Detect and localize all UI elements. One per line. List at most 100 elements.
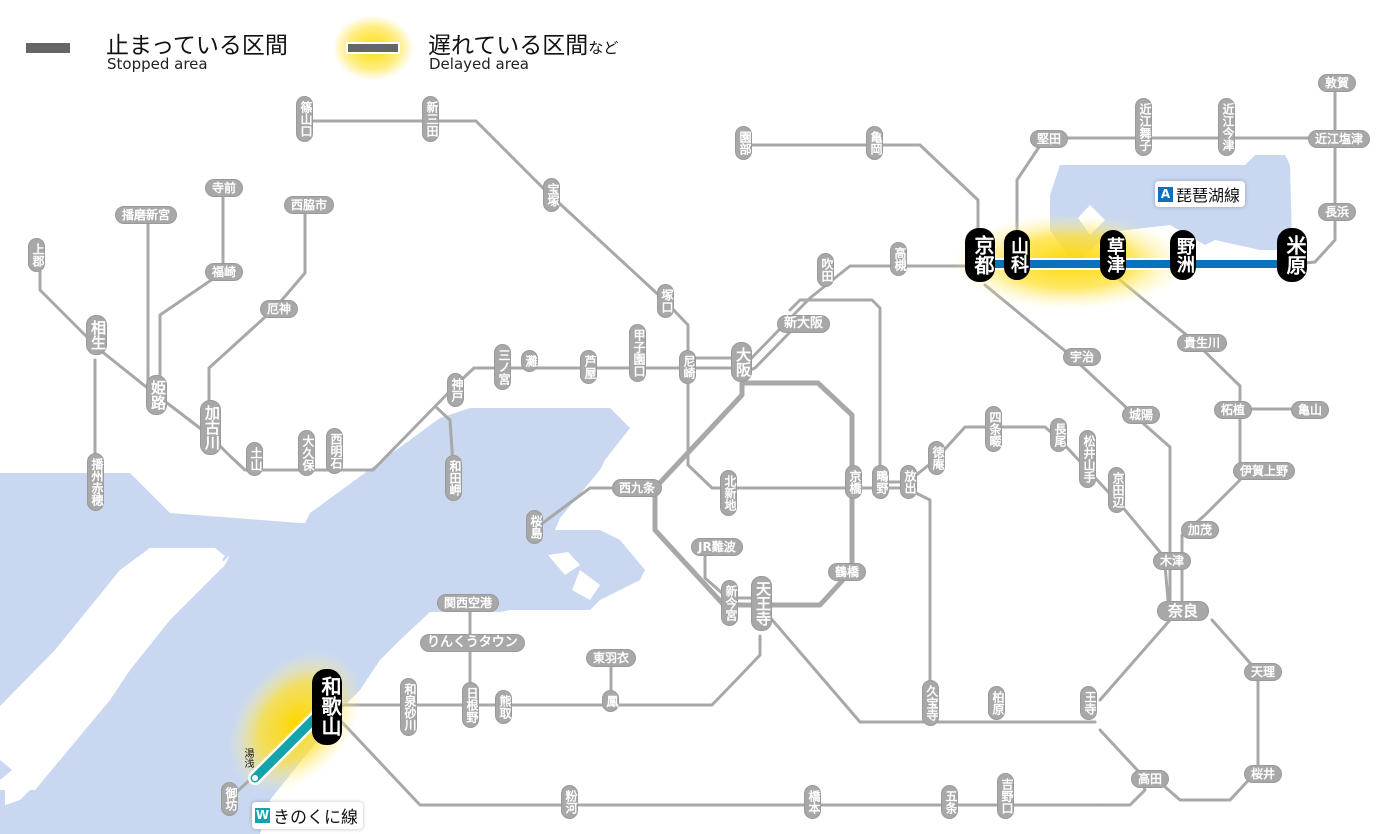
legend-stopped-label-jp: 止まっている区間: [106, 33, 288, 59]
station-kibukawa[interactable]: 貴生川: [1177, 334, 1228, 352]
station-sannomiya[interactable]: 三ノ宮: [494, 344, 511, 390]
station-otori[interactable]: 鳳: [602, 690, 619, 712]
biwako-line-name: 琵琶湖線: [1176, 186, 1241, 205]
station-tennoji[interactable]: 天王寺: [751, 576, 772, 631]
station-kizu[interactable]: 木津: [1153, 552, 1192, 570]
station-osaka[interactable]: 大阪: [731, 342, 752, 382]
station-suita[interactable]: 吹田: [817, 253, 834, 287]
station-joyo[interactable]: 城陽: [1122, 406, 1161, 424]
station-oji[interactable]: 王寺: [1080, 686, 1097, 720]
station-kyobashi[interactable]: 京橋: [845, 465, 862, 499]
station-nishiakashi[interactable]: 西明石: [326, 428, 343, 474]
station-kansai-airport[interactable]: 関西空港: [437, 594, 500, 612]
station-shinosaka[interactable]: 新大阪: [777, 315, 831, 333]
station-shinsanda[interactable]: 新三田: [422, 96, 439, 142]
station-okubo[interactable]: 大久保: [298, 430, 315, 476]
station-nara[interactable]: 奈良: [1157, 601, 1210, 621]
station-omiimazu[interactable]: 近江今津: [1218, 98, 1235, 156]
station-wakayama[interactable]: 和歌山: [312, 669, 342, 745]
osaka-loop-line: [652, 380, 855, 608]
station-wadamisaki[interactable]: 和田岬: [445, 455, 462, 501]
station-kumatori[interactable]: 熊取: [495, 690, 512, 724]
station-nada[interactable]: 灘: [521, 350, 538, 372]
station-higashihagoromo[interactable]: 東羽衣: [586, 649, 637, 667]
station-kameyama[interactable]: 亀山: [1291, 401, 1330, 419]
station-yuasa[interactable]: 湯浅: [242, 748, 253, 768]
station-hineno[interactable]: 日根野: [462, 682, 479, 728]
station-tokuan[interactable]: 徳庵: [928, 441, 945, 475]
station-aioi[interactable]: 相生: [86, 315, 107, 355]
station-yamashina[interactable]: 山科: [1004, 230, 1030, 280]
station-koshienguchi[interactable]: 甲子園口: [629, 324, 646, 382]
station-sakurai[interactable]: 桜井: [1244, 765, 1283, 783]
station-tsuge[interactable]: 柘植: [1214, 401, 1253, 419]
biwako-line-track: [980, 258, 1292, 270]
station-kashiwara[interactable]: 柏原: [988, 686, 1005, 720]
station-shijonawate[interactable]: 四条畷: [985, 406, 1002, 452]
station-katata[interactable]: 堅田: [1030, 130, 1069, 148]
legend-delayed-label-main: 遅れている区間: [428, 33, 589, 59]
station-sakurajima[interactable]: 桜島: [526, 510, 543, 544]
legend: 止まっている区間 Stopped area 遅れている区間など Delayed …: [0, 16, 700, 82]
station-tsuruga[interactable]: 敦賀: [1318, 74, 1357, 92]
station-kobe[interactable]: 神戸: [447, 373, 464, 407]
station-tenri[interactable]: 天理: [1244, 663, 1283, 681]
station-gojo[interactable]: 五条: [941, 785, 958, 819]
station-uji[interactable]: 宇治: [1063, 348, 1102, 366]
legend-delayed-label-en: Delayed area: [429, 55, 529, 73]
station-kamigori[interactable]: 上郡: [28, 238, 45, 272]
station-yoshinoguchi[interactable]: 吉野口: [997, 773, 1014, 819]
station-omimaiko[interactable]: 近江舞子: [1135, 98, 1152, 156]
station-shigino[interactable]: 鴫野: [872, 465, 889, 499]
station-teramae[interactable]: 寺前: [205, 179, 244, 197]
station-fukusaki[interactable]: 福崎: [205, 263, 244, 281]
station-takada[interactable]: 高田: [1131, 770, 1170, 788]
station-sonobe[interactable]: 園部: [735, 126, 752, 160]
station-jr-namba[interactable]: JR難波: [691, 538, 743, 556]
station-hashimoto[interactable]: 橋本: [804, 785, 821, 819]
station-sasayamaguchi[interactable]: 篠山口: [296, 96, 313, 142]
station-iga-ueno[interactable]: 伊賀上野: [1233, 462, 1296, 480]
station-ashiya[interactable]: 芦屋: [580, 350, 597, 384]
station-izumisunagawa[interactable]: 和泉砂川: [400, 678, 417, 736]
station-hanaten[interactable]: 放出: [900, 465, 917, 499]
stopped-swatch: [26, 43, 70, 53]
station-takarazuka[interactable]: 宝塚: [543, 178, 560, 212]
station-tsuchiyama[interactable]: 土山: [246, 442, 263, 476]
station-takatsuki[interactable]: 高槻: [890, 242, 907, 276]
station-kakogawa[interactable]: 加古川: [200, 400, 221, 455]
station-maibara[interactable]: 米原: [1277, 228, 1307, 282]
legend-stopped-label-en: Stopped area: [107, 55, 208, 73]
station-kitashinchi[interactable]: 北新地: [720, 470, 737, 516]
station-kameoka[interactable]: 亀岡: [866, 126, 883, 160]
kinokuni-line-tag[interactable]: W きのくに線: [252, 802, 363, 829]
station-amagasaki[interactable]: 尼崎: [679, 350, 696, 384]
station-kokawa[interactable]: 粉河: [561, 785, 578, 819]
station-rinku-town[interactable]: りんくうタウン: [420, 634, 525, 652]
awaji-island-south: [0, 760, 12, 780]
station-tsukaguchi[interactable]: 塚口: [657, 284, 674, 318]
station-gobo[interactable]: 御坊: [221, 782, 238, 816]
station-omishiotsu[interactable]: 近江塩津: [1308, 130, 1371, 148]
station-shinimamiya[interactable]: 新今宮: [721, 580, 738, 626]
station-nishikujo[interactable]: 西九条: [612, 479, 663, 497]
station-kyuhoji[interactable]: 久宝寺: [922, 680, 939, 726]
biwako-line-tag[interactable]: A 琵琶湖線: [1155, 181, 1246, 207]
station-nagahama[interactable]: 長浜: [1318, 203, 1357, 221]
station-tsuruhashi[interactable]: 鶴橋: [828, 563, 867, 581]
station-himeji[interactable]: 姫路: [146, 375, 167, 415]
delayed-swatch: [346, 42, 400, 54]
station-nagao[interactable]: 長尾: [1050, 418, 1067, 452]
station-matsuiyamate[interactable]: 松井山手: [1079, 430, 1096, 488]
station-kyoto[interactable]: 京都: [965, 228, 995, 282]
station-kyotanabe[interactable]: 京田辺: [1108, 467, 1125, 513]
station-banshuako[interactable]: 播州赤穂: [87, 453, 104, 511]
station-harimashingu[interactable]: 播磨新宮: [115, 206, 178, 224]
kinokuni-line-name: きのくに線: [273, 808, 358, 828]
station-kusatsu[interactable]: 草津: [1100, 230, 1126, 280]
station-yakujin[interactable]: 厄神: [260, 300, 299, 318]
legend-delayed-label-jp: 遅れている区間など: [428, 26, 618, 60]
station-yasu[interactable]: 野洲: [1170, 230, 1196, 280]
station-nishiwakishi[interactable]: 西脇市: [284, 196, 335, 214]
station-kamo[interactable]: 加茂: [1181, 521, 1220, 539]
